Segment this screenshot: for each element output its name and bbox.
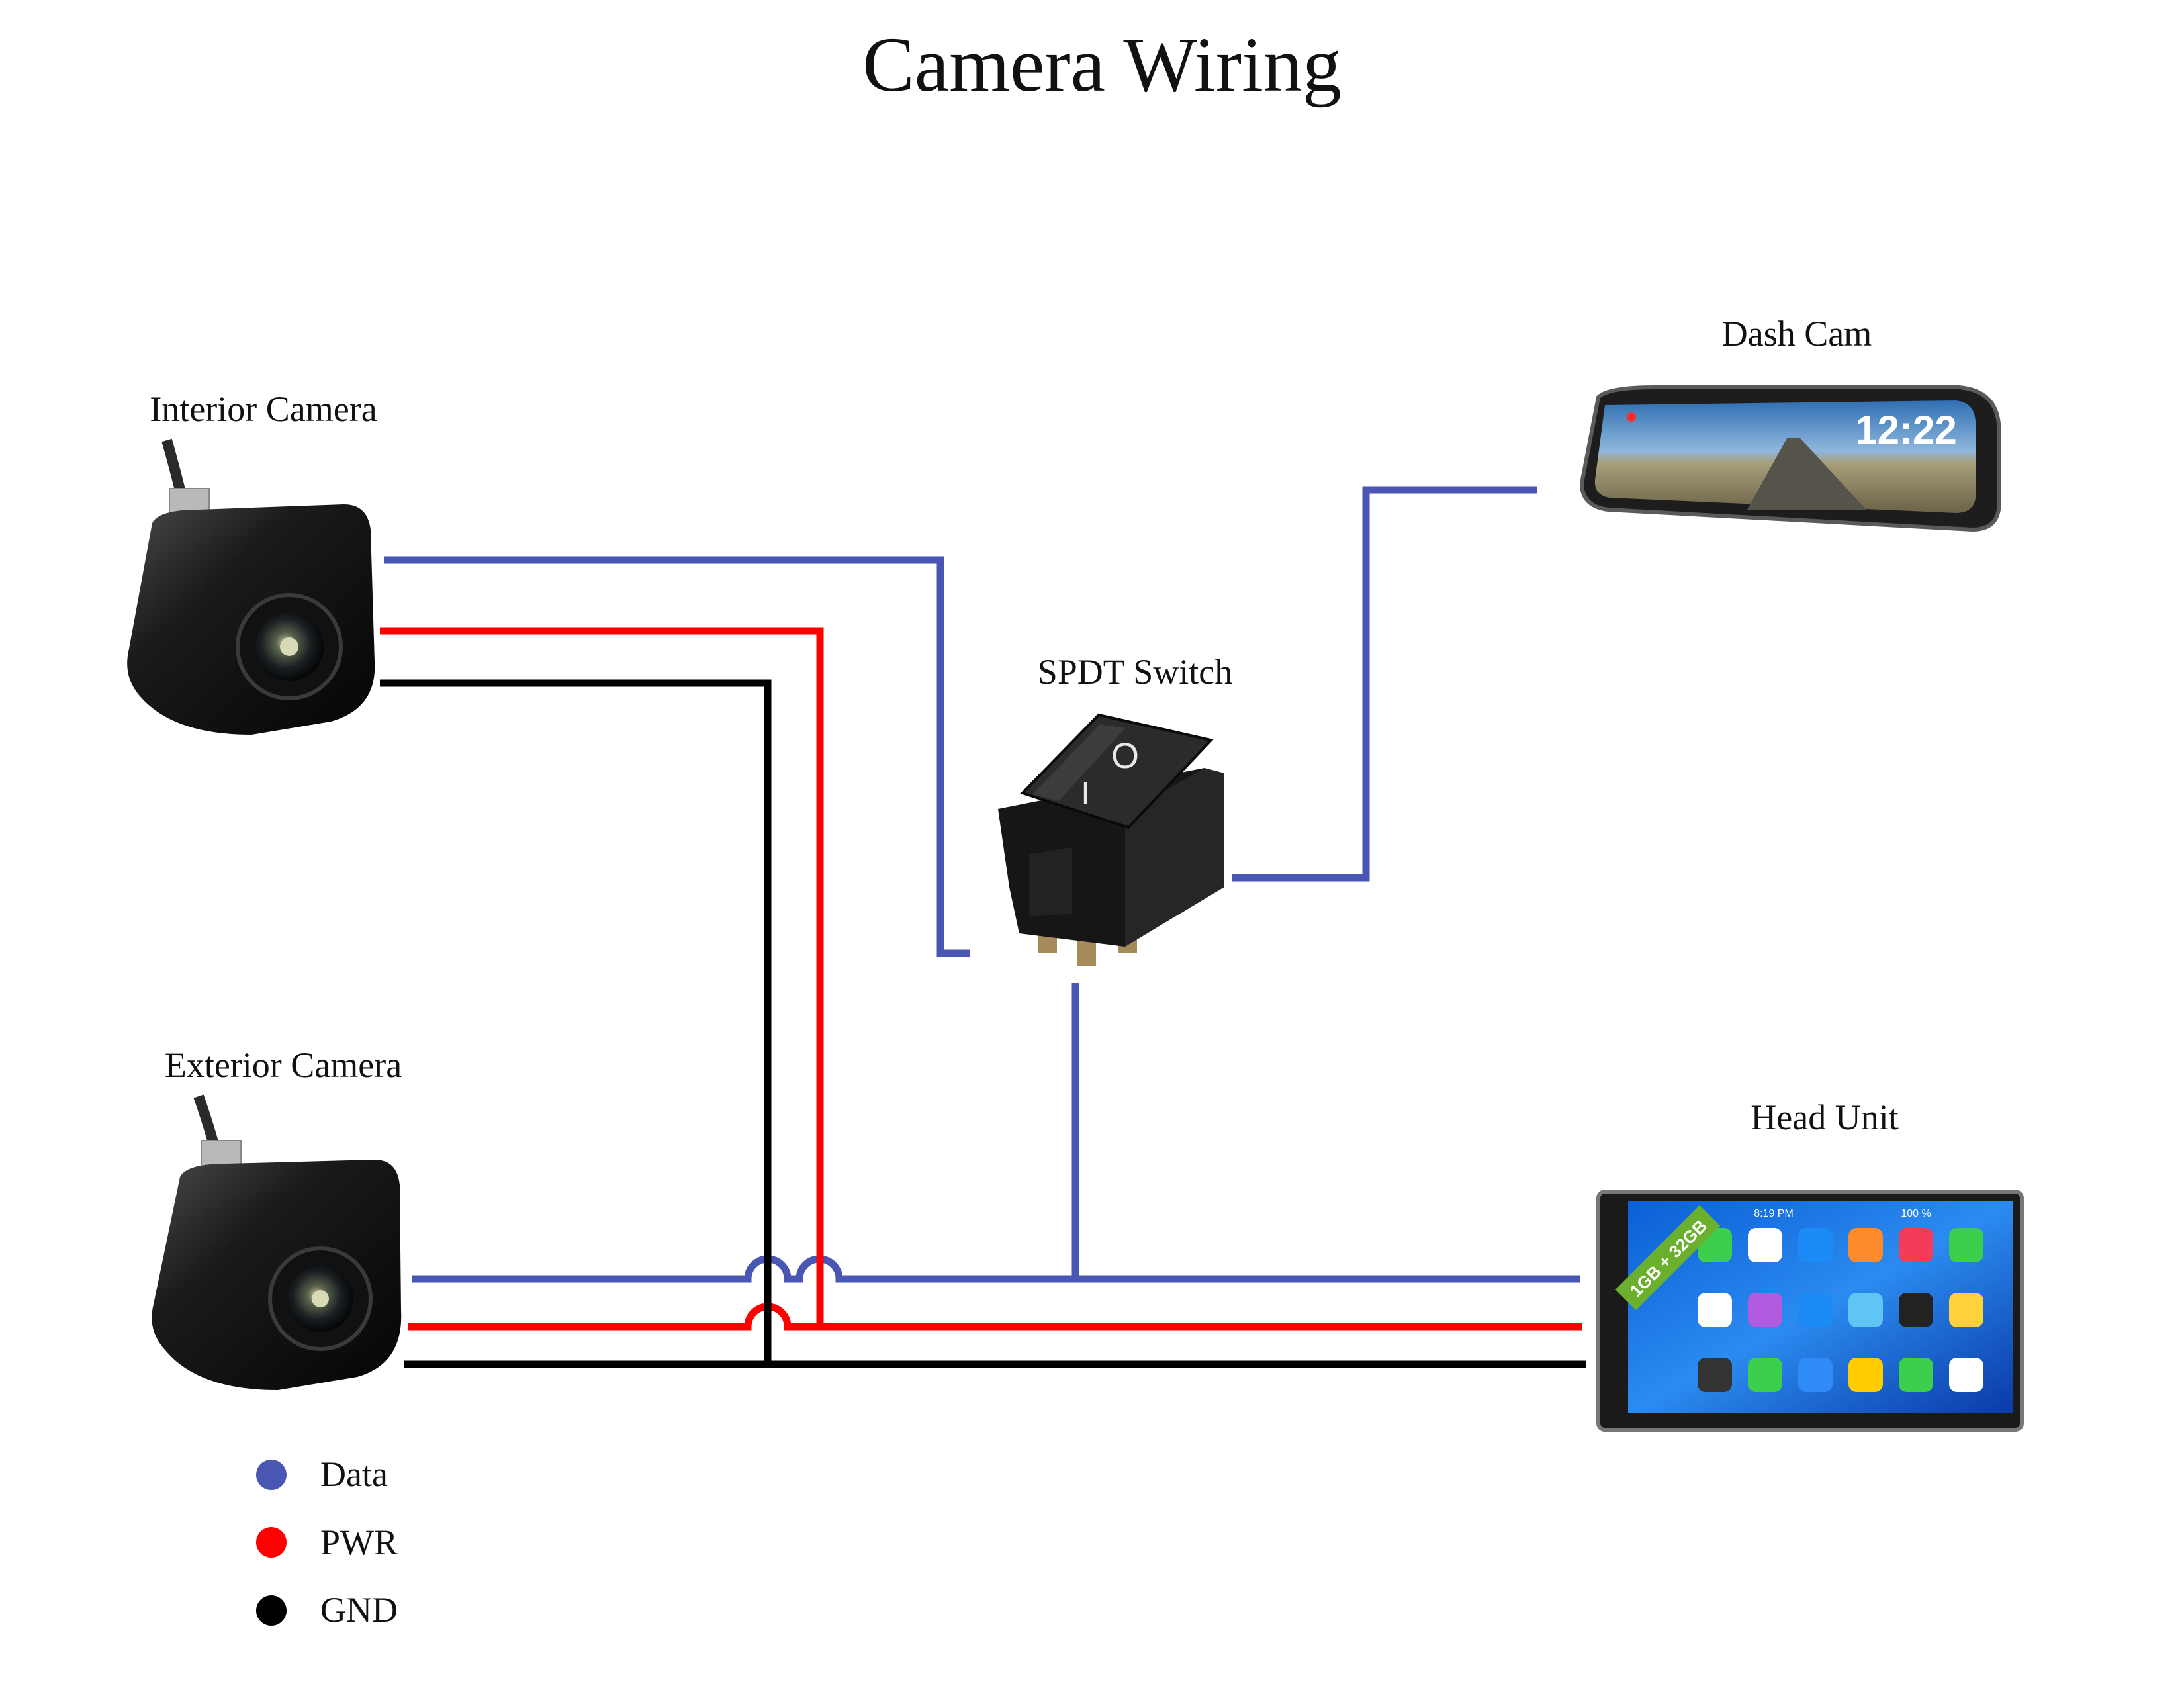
dash-cam-label: Dash Cam xyxy=(1722,314,1872,353)
headunit-app-icon xyxy=(1899,1358,1933,1392)
legend-item-pwr: PWR xyxy=(256,1523,398,1562)
legend-label-data: Data xyxy=(320,1454,388,1494)
legend: Data PWR GND xyxy=(256,1454,398,1630)
legend-item-gnd: GND xyxy=(256,1590,398,1630)
headunit-battery: 100 % xyxy=(1901,1208,1931,1219)
legend-item-data: Data xyxy=(256,1454,388,1494)
headunit-app-icon xyxy=(1899,1293,1933,1327)
headunit-app-grid xyxy=(1698,1228,1983,1392)
headunit-app-icon xyxy=(1798,1358,1833,1392)
switch-housing-side xyxy=(1125,768,1224,947)
diagram-title: Camera Wiring xyxy=(862,21,1342,108)
legend-label-pwr: PWR xyxy=(320,1523,398,1562)
headunit-app-icon xyxy=(1848,1293,1883,1327)
dashcam-road xyxy=(1747,438,1866,510)
head-unit: 8:19 PM 100 % 1GB + 32GB xyxy=(1596,1190,2024,1432)
headunit-app-icon xyxy=(1798,1293,1833,1327)
legend-swatch-gnd xyxy=(256,1595,287,1626)
interior-camera-cable xyxy=(161,438,185,491)
dashcam-rec-dot xyxy=(1627,412,1636,422)
switch-symbol-o: O xyxy=(1111,736,1139,776)
headunit-app-icon xyxy=(1698,1293,1732,1327)
wire-data-switch-to-dashcam xyxy=(1232,486,1537,882)
headunit-app-icon xyxy=(1949,1228,1983,1262)
headunit-app-icon xyxy=(1748,1293,1782,1327)
headunit-app-icon xyxy=(1848,1228,1883,1262)
headunit-status-time: 8:19 PM xyxy=(1754,1208,1794,1219)
head-unit-label: Head Unit xyxy=(1751,1098,1898,1137)
headunit-app-icon xyxy=(1698,1358,1732,1392)
wires xyxy=(380,486,1586,1368)
headunit-app-icon xyxy=(1798,1228,1833,1262)
exterior-camera xyxy=(152,1094,402,1390)
interior-camera-label: Interior Camera xyxy=(150,389,377,429)
exterior-camera-cable xyxy=(193,1094,218,1144)
spdt-switch: O I xyxy=(998,713,1224,966)
headunit-app-icon xyxy=(1949,1358,1983,1392)
interior-camera xyxy=(127,438,375,735)
legend-swatch-pwr xyxy=(256,1527,287,1558)
switch-rocker xyxy=(1020,713,1214,829)
headunit-app-icon xyxy=(1748,1228,1782,1262)
switch-rocker-highlight xyxy=(1032,724,1125,801)
wire-gnd-interior xyxy=(380,679,772,1364)
switch-terminal-2 xyxy=(1077,940,1096,966)
headunit-app-icon xyxy=(1748,1358,1782,1392)
wire-pwr-exterior-to-headunit xyxy=(408,1303,1582,1331)
switch-clip xyxy=(1029,847,1072,917)
wire-data-interior-to-switch xyxy=(384,556,970,957)
legend-swatch-data xyxy=(256,1460,287,1490)
wire-data-exterior-to-headunit xyxy=(412,1255,1580,1283)
wire-pwr-interior xyxy=(380,627,824,1327)
legend-label-gnd: GND xyxy=(320,1590,398,1630)
dashcam-clock: 12:22 xyxy=(1855,408,1956,452)
headunit-app-icon xyxy=(1949,1293,1983,1327)
exterior-camera-lens-center xyxy=(312,1290,329,1307)
headunit-app-icon xyxy=(1848,1358,1883,1392)
spdt-switch-label: SPDT Switch xyxy=(1038,652,1233,692)
interior-camera-lens-center xyxy=(280,637,298,656)
headunit-app-icon xyxy=(1899,1228,1933,1262)
dash-cam: 12:22 xyxy=(1579,385,2001,532)
switch-symbol-i: I xyxy=(1081,776,1090,810)
exterior-camera-label: Exterior Camera xyxy=(165,1045,402,1085)
